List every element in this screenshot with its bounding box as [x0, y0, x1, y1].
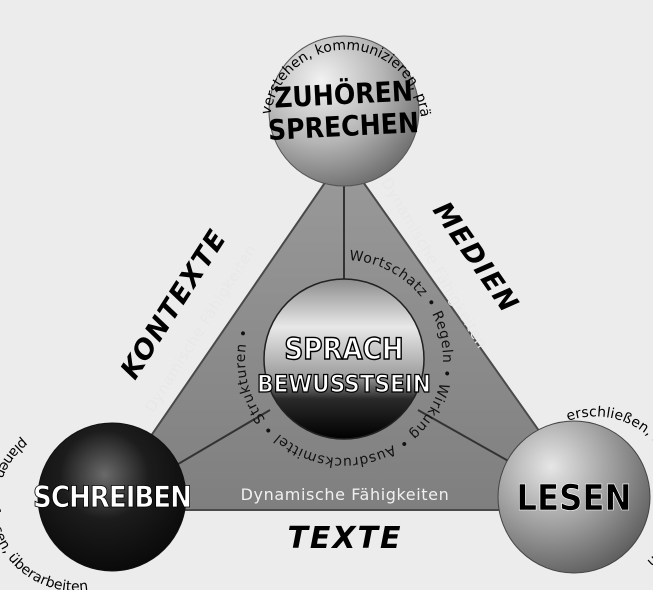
edge-bottom-inner: Dynamische Fähigkeiten — [241, 485, 450, 504]
center-label-1: SPRACH — [284, 332, 403, 366]
edge-bottom-outer: TEXTE — [287, 521, 402, 556]
center-label-2: BEWUSSTSEIN — [257, 370, 431, 398]
left-label: SCHREIBEN — [33, 480, 191, 514]
right-label: LESEN — [516, 478, 631, 519]
